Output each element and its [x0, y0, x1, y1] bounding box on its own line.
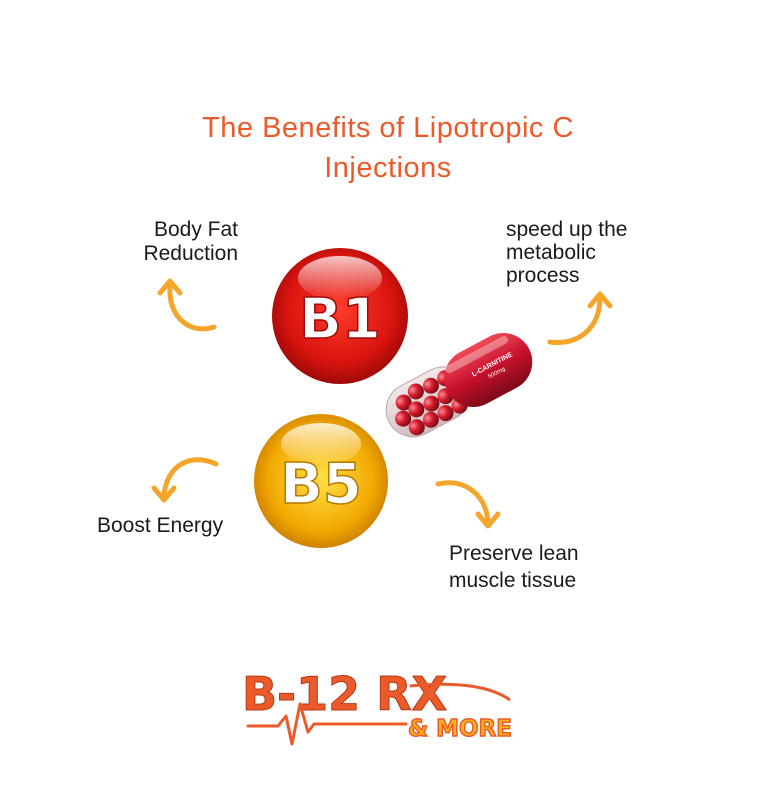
b1-vitamin-icon: B1 — [272, 248, 408, 384]
benefit-fat-line-1: Body Fat — [153, 218, 238, 241]
b1-text: B1 — [299, 287, 381, 352]
benefit-fat-line-2: Reduction — [143, 242, 238, 265]
benefit-label-preserve-muscle: Preserve lean muscle tissue — [449, 540, 649, 594]
benefit-speed-line-3: process — [506, 264, 580, 287]
curved-arrow-icon-fat — [157, 278, 217, 332]
logo-main-text: B-12 RX — [242, 667, 447, 721]
heartbeat-line-icon — [246, 702, 408, 746]
benefit-muscle-line-2: muscle tissue — [449, 569, 577, 592]
capsule-icon: L-CARNITINE 500mg — [385, 333, 533, 438]
curved-arrow-icon-speed — [547, 291, 613, 346]
benefit-speed-line-2: metabolic — [506, 241, 596, 264]
b5-vitamin-icon: B5 — [254, 414, 388, 548]
benefit-speed-line-1: speed up the — [506, 218, 628, 241]
benefit-label-boost-energy: Boost Energy — [97, 514, 267, 538]
benefit-muscle-line-1: Preserve lean — [449, 542, 579, 565]
benefit-energy-line-1: Boost Energy — [97, 514, 224, 537]
benefit-label-fat-reduction: Body Fat Reduction — [100, 218, 238, 266]
benefit-label-speed-metabolism: speed up the metabolic process — [506, 218, 706, 287]
brand-logo: B-12 RX & MORE — [242, 667, 513, 746]
logo-sub-text: & MORE — [408, 716, 512, 742]
title-line-2: Injections — [324, 152, 452, 184]
curved-arrow-icon-energy — [151, 457, 219, 503]
page-title: The Benefits of Lipotropic C Injections — [140, 108, 636, 188]
curved-arrow-icon-muscle — [435, 480, 501, 529]
title-line-1: The Benefits of Lipotropic C — [202, 112, 574, 144]
b5-text: B5 — [280, 452, 362, 517]
